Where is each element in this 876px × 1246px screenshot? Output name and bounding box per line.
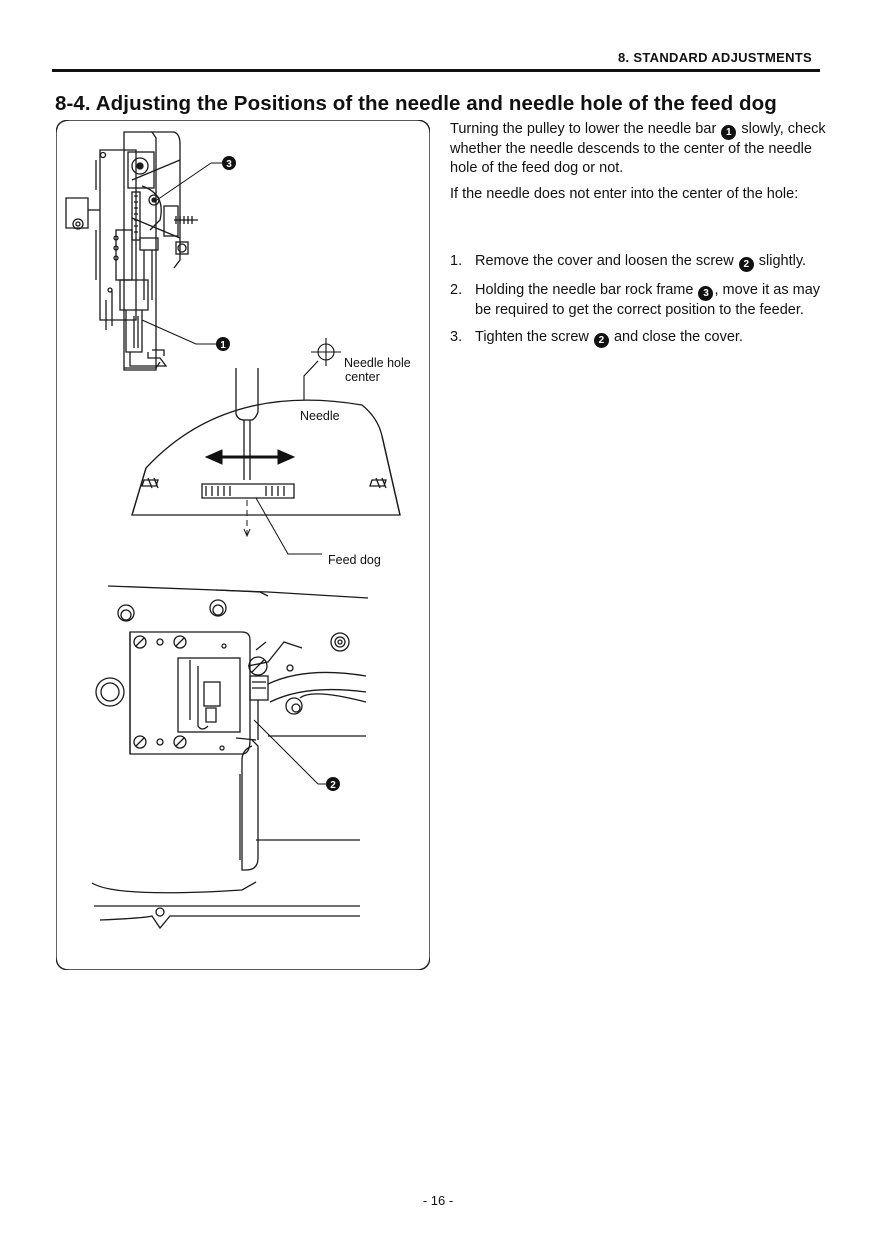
- page-number: - 16 -: [422, 1193, 454, 1208]
- page-title: 8-4. Adjusting the Positions of the need…: [55, 92, 777, 115]
- instructions-column: Turning the pulley to lower the needle b…: [450, 120, 830, 357]
- illustration: 3 1 Needle hole center Needle: [56, 120, 430, 970]
- step-text-b: slightly.: [758, 252, 807, 269]
- callout-3-label: 3: [226, 159, 232, 170]
- section-header: 8. STANDARD ADJUSTMENTS: [618, 50, 812, 65]
- needle-plate-diagram: [131, 368, 401, 538]
- step-text-b: , move it as may be required to get the …: [475, 281, 821, 318]
- step-text-b: and close the cover.: [613, 329, 743, 345]
- step-text-a: Tighten the screw: [475, 329, 589, 345]
- callout-2-ref: 2: [593, 333, 609, 348]
- label-needle: Needle: [300, 409, 340, 423]
- figure-panel: 3 1 Needle hole center Needle: [56, 120, 430, 970]
- intro-text-a: Turning the pulley to lower the needle b…: [450, 121, 717, 137]
- step-list: 1. Remove the cover and loosen the screw…: [450, 252, 830, 348]
- callout-2-marker: [326, 777, 340, 791]
- step-text-a: Remove the cover and loosen the screw: [475, 252, 734, 269]
- condition-paragraph: If the needle does not enter into the ce…: [450, 186, 799, 202]
- header-rule: [52, 69, 820, 72]
- intro-paragraph: Turning the pulley to lower the needle b…: [450, 120, 830, 177]
- callout-2-label: 2: [330, 780, 336, 791]
- step-number: 3.: [450, 329, 463, 345]
- step-item: 2. Holding the needle bar rock frame 3, …: [450, 281, 830, 320]
- intro-text-b: slowly, check whether the needle descend…: [450, 121, 826, 176]
- needle-bar-mechanism: [65, 131, 198, 371]
- callout-1-label: 1: [220, 340, 226, 351]
- callout-1-ref: 1: [721, 125, 737, 140]
- label-needle-hole: Needle hole: [344, 356, 411, 370]
- cover-area-mechanism: [91, 585, 369, 930]
- step-text-a: Holding the needle bar rock frame: [475, 281, 694, 298]
- callout-3-marker: [222, 156, 236, 170]
- callout-2-ref: 2: [738, 256, 754, 272]
- callout-3-ref: 3: [698, 285, 714, 301]
- callout-1-marker: [216, 337, 230, 351]
- needle-hole-target: [303, 338, 341, 400]
- adjustment-arrow: [204, 449, 296, 465]
- label-needle-hole-center: center: [345, 370, 380, 384]
- step-item: 1. Remove the cover and loosen the screw…: [450, 252, 830, 272]
- step-number: 2.: [450, 281, 463, 298]
- step-number: 1.: [450, 252, 463, 269]
- label-feed-dog: Feed dog: [328, 553, 381, 567]
- step-item: 3. Tighten the screw 2 and close the cov…: [450, 328, 830, 348]
